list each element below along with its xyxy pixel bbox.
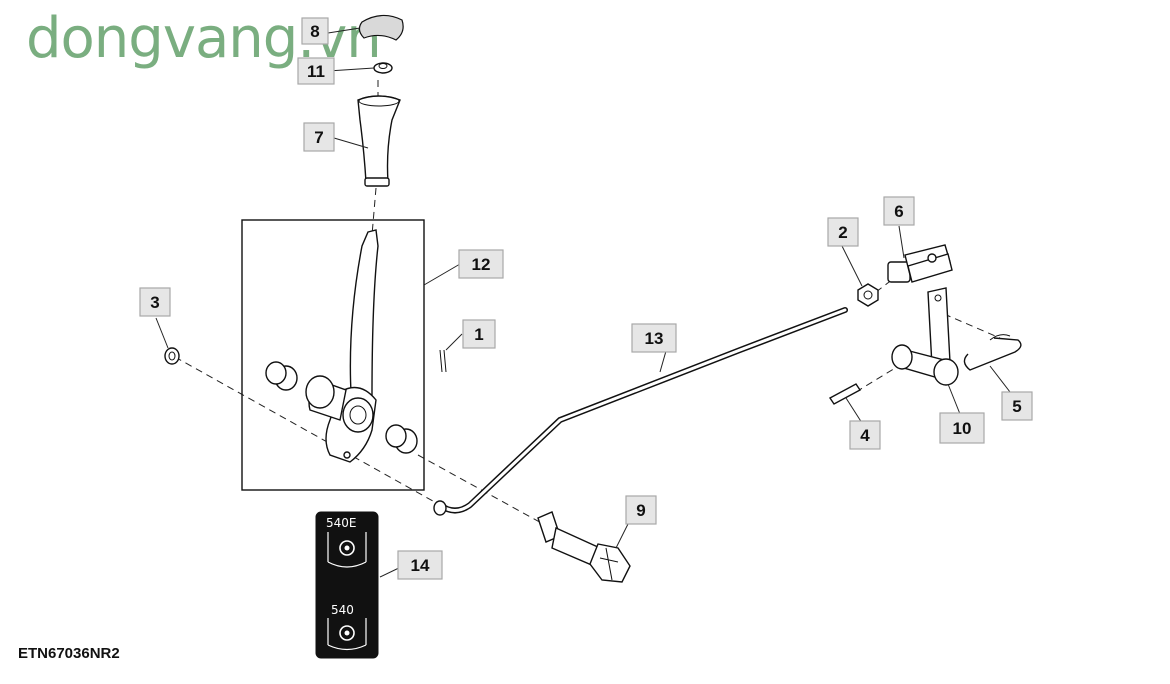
callout-1-label: 1 <box>474 325 483 344</box>
figure-id: ETN67036NR2 <box>18 645 120 662</box>
callout-6: 6 <box>883 196 915 226</box>
callout-5: 5 <box>1001 391 1033 421</box>
callout-12-label: 12 <box>472 255 491 274</box>
callout-3-label: 3 <box>150 293 159 312</box>
callout-2-label: 2 <box>838 223 847 242</box>
part-13-rod <box>433 307 848 516</box>
callout-9: 9 <box>625 495 657 525</box>
part-12-lever <box>265 229 418 463</box>
part-9-bolt <box>537 511 631 583</box>
part-8-cap <box>358 14 404 41</box>
callout-2: 2 <box>827 217 859 247</box>
callout-7: 7 <box>303 122 335 152</box>
callout-13: 13 <box>631 323 677 353</box>
lever-assembly-frame <box>241 219 425 491</box>
callout-9-label: 9 <box>636 501 645 520</box>
callout-5-label: 5 <box>1012 397 1021 416</box>
callout-6-label: 6 <box>894 202 903 221</box>
callout-4: 4 <box>849 420 881 450</box>
part-5-clip <box>963 334 1022 371</box>
part-14-decal: 540E 540 <box>315 511 379 659</box>
part-11-nut <box>373 62 393 74</box>
part-1-pin <box>439 349 447 373</box>
part-6-clevis <box>887 244 953 283</box>
callout-8: 8 <box>301 17 329 45</box>
callout-7-label: 7 <box>314 128 323 147</box>
callout-14-label: 14 <box>411 556 430 575</box>
part-10-arm <box>891 287 959 386</box>
leader-lines <box>155 27 1011 578</box>
callout-10-label: 10 <box>953 419 972 438</box>
decal-top-label: 540E <box>326 516 357 530</box>
part-3-washer <box>164 347 180 365</box>
callout-10: 10 <box>939 412 985 444</box>
pto-gear-icon <box>327 618 367 651</box>
pto-gear-icon <box>327 532 367 568</box>
callout-13-label: 13 <box>645 329 664 348</box>
decal-bottom-label: 540 <box>331 603 354 617</box>
callout-11: 11 <box>297 57 335 85</box>
part-7-knob <box>357 95 401 187</box>
callout-11-label: 11 <box>307 62 325 81</box>
callout-14: 14 <box>397 550 443 580</box>
callout-3: 3 <box>139 287 171 317</box>
callout-4-label: 4 <box>860 426 870 445</box>
part-4-spring-pin <box>828 383 862 405</box>
assembly-centerlines <box>174 80 1001 526</box>
callout-8-label: 8 <box>310 22 319 41</box>
callout-12: 12 <box>458 249 504 279</box>
part-2-nut <box>857 283 879 307</box>
callout-1: 1 <box>462 319 496 349</box>
